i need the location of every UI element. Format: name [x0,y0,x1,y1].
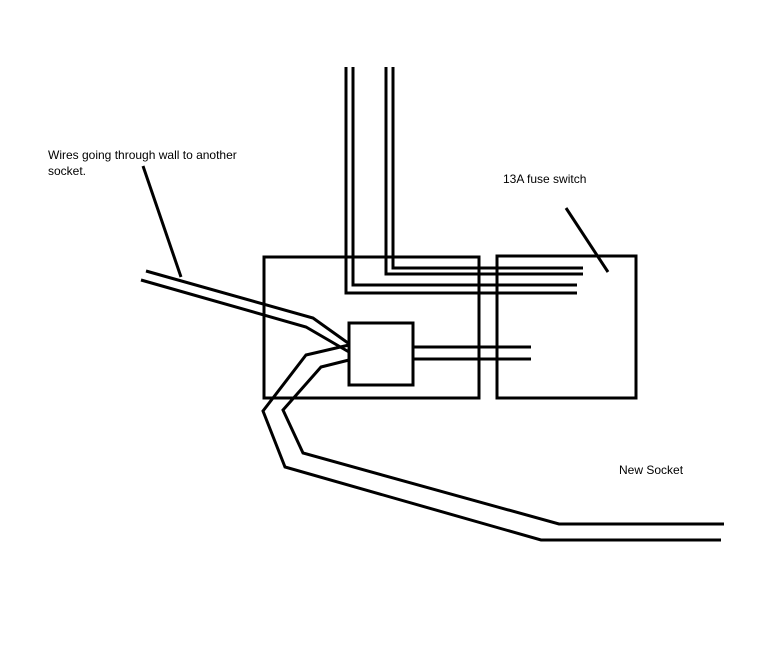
through-wall-wire-2 [140,278,350,354]
through-wall-wire-1 [145,269,349,345]
junction-block [347,321,415,387]
supply-wire-outer-2 [351,67,577,287]
wires-label-line-1: Wires going through wall to another [48,148,237,162]
wires-label-line-2: socket. [48,164,87,178]
supply-wire-inner-1 [384,67,583,276]
supply-wire-inner-2 [391,67,583,270]
new-socket-wire-2 [281,358,724,526]
fuse-label-leader [564,207,610,273]
wires-label-leader [141,165,183,278]
new-socket-wire-1 [261,343,721,542]
supply-wire-outer-1 [344,67,577,295]
socket-back-box [262,255,481,400]
fuse-switch-label: 13A fuse switch [503,172,587,186]
fuse-switch-box [495,254,638,400]
wires-through-wall-label: Wires going through wall to another sock… [48,147,237,179]
new-socket-label: New Socket [619,463,684,477]
